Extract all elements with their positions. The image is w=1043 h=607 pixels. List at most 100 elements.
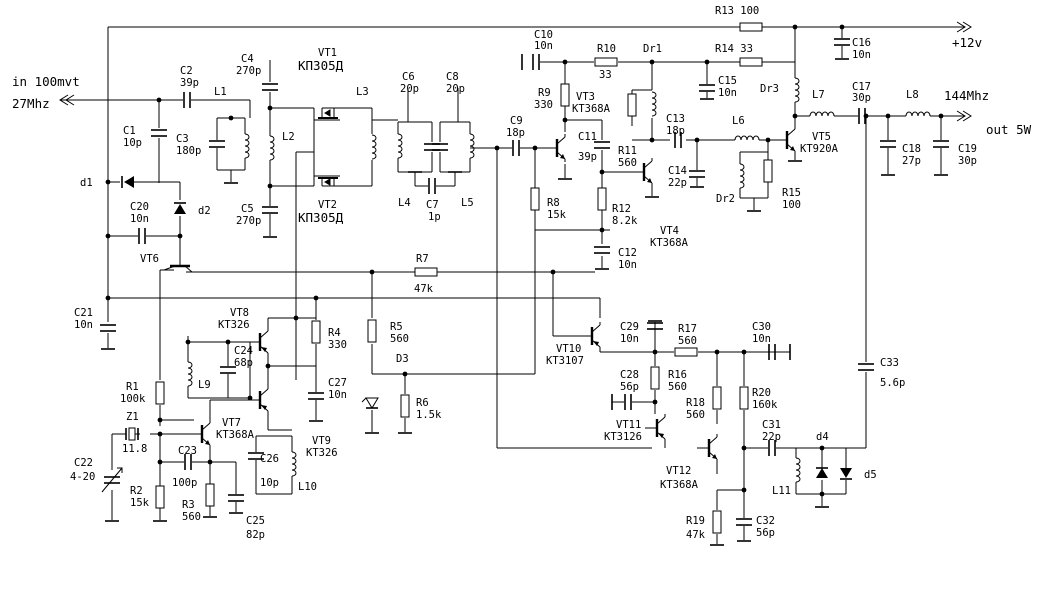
ground-symbols: [100, 54, 949, 546]
label-c14: C14: [668, 165, 687, 177]
capacitor-c28: [624, 393, 632, 411]
label-vt9: VT9: [312, 435, 331, 447]
resistor-r18: [712, 386, 722, 410]
label-r3-value: 560: [182, 511, 201, 523]
label-c32: C32: [756, 515, 775, 527]
label-c22: C22: [74, 457, 93, 469]
label-vt10-type: KT3107: [546, 355, 584, 367]
label-c33: C33: [880, 357, 899, 369]
label-c24: C24: [234, 345, 253, 357]
capacitor-c33: [857, 363, 875, 371]
label-vt7-type: KT368A: [216, 429, 255, 441]
label-l5: L5: [461, 197, 474, 209]
label-z1-value: 11.8: [122, 443, 147, 455]
label-c21: C21: [74, 307, 93, 319]
transistor-vt6: [163, 262, 193, 273]
label-vt1-type: КП305Д: [298, 58, 344, 73]
resistor-r13: [739, 22, 763, 32]
label-vt5-type: KT920A: [800, 143, 839, 155]
label-r9: R9: [538, 87, 551, 99]
label-r1-value: 100k: [120, 393, 146, 405]
transistor-vt5: [773, 124, 797, 156]
label-dr2: Dr2: [716, 193, 735, 205]
label-c10: C10: [534, 29, 553, 41]
diode-d1: [121, 176, 134, 188]
label-r6-value: 1.5k: [416, 409, 442, 421]
label-c33-value: 5.6p: [880, 377, 905, 389]
capacitor-c1: [150, 129, 168, 137]
resistor-r15: [763, 159, 773, 183]
diode-d5: [840, 468, 852, 480]
capacitor-c3: [208, 140, 226, 148]
resistor-r3: [205, 483, 215, 507]
label-c26-value: 10p: [260, 477, 279, 489]
label-vt10: VT10: [556, 343, 581, 355]
label-r12: R12: [612, 203, 631, 215]
resistor-r14: [739, 57, 763, 67]
label-r3: R3: [182, 499, 195, 511]
coil-l1: [244, 133, 250, 159]
resistor-r12: [597, 187, 607, 211]
label-c2-value: 39p: [180, 77, 199, 89]
label-r8-value: 15k: [547, 209, 567, 221]
label-r13: R13 100: [715, 5, 759, 17]
supply-label: +12v: [952, 35, 982, 50]
diode-d4: [816, 467, 828, 478]
input-frequency-label: 27Mhz: [12, 96, 50, 111]
label-c29: C29: [620, 321, 639, 333]
label-c21-value: 10n: [74, 319, 93, 331]
label-c27: C27: [328, 377, 347, 389]
output-power-label: out 5W: [986, 122, 1032, 137]
label-c6: C6: [402, 71, 415, 83]
junctions: [105, 24, 944, 497]
resistor-r5: [367, 319, 377, 343]
crystal-z1: [125, 427, 139, 441]
label-r2-value: 15k: [130, 497, 150, 509]
resistor-r11: [627, 93, 637, 117]
label-c6-value: 20p: [400, 83, 419, 95]
label-r11-value: 560: [618, 157, 637, 169]
resistor-r4: [311, 320, 321, 344]
label-vt2: VT2: [318, 199, 337, 211]
transistor-vt7: [188, 418, 212, 450]
coil-l10: [291, 451, 297, 477]
label-r15-value: 100: [782, 199, 801, 211]
label-vt8: VT8: [230, 307, 249, 319]
label-l9: L9: [198, 379, 211, 391]
label-l8: L8: [906, 89, 919, 101]
capacitor-c14: [688, 170, 706, 178]
coil-l8: [905, 111, 931, 117]
resistor-r10: [594, 57, 618, 67]
label-r14: R14 33: [715, 43, 753, 55]
label-c22-value: 4-20: [70, 471, 95, 483]
label-c17-value: 30p: [852, 92, 871, 104]
label-c28-value: 56p: [620, 381, 639, 393]
label-c20: C20: [130, 201, 149, 213]
input-level-label: in 100mvt: [12, 74, 80, 89]
label-l10: L10: [298, 481, 317, 493]
label-vt11: VT11: [616, 419, 641, 431]
capacitor-c12: [593, 246, 611, 254]
resistor-r9: [560, 83, 570, 107]
label-l2: L2: [282, 131, 295, 143]
label-c19-value: 30p: [958, 155, 977, 167]
transistor-vt9: [246, 384, 270, 416]
label-c15: C15: [718, 75, 737, 87]
label-vt4: VT4: [660, 225, 679, 237]
label-dr3: Dr3: [760, 83, 779, 95]
label-l6: L6: [732, 115, 745, 127]
coil-l5: [469, 133, 475, 159]
label-c5-value: 270p: [236, 215, 261, 227]
label-c24-value: 68p: [234, 357, 253, 369]
label-c16: C16: [852, 37, 871, 49]
label-c11: C11: [578, 131, 597, 143]
label-r18: R18: [686, 397, 705, 409]
capacitor-c19: [932, 140, 950, 148]
diode-d3: [361, 397, 379, 409]
trimmer-capacitor-c22: [101, 467, 123, 493]
resistor-r8: [530, 187, 540, 211]
coil-l4: [397, 133, 403, 159]
transistor-vt3: [543, 132, 567, 164]
label-c7: C7: [426, 199, 439, 211]
